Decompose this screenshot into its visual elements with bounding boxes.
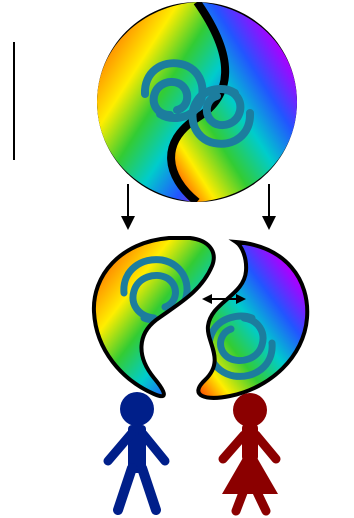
left-half (92, 236, 218, 400)
split-halves (92, 236, 310, 400)
whole-yin-yang (97, 2, 297, 202)
left-down-arrow (121, 184, 135, 230)
right-down-arrow (262, 184, 276, 230)
female-figure (222, 393, 278, 511)
male-figure (108, 392, 165, 510)
